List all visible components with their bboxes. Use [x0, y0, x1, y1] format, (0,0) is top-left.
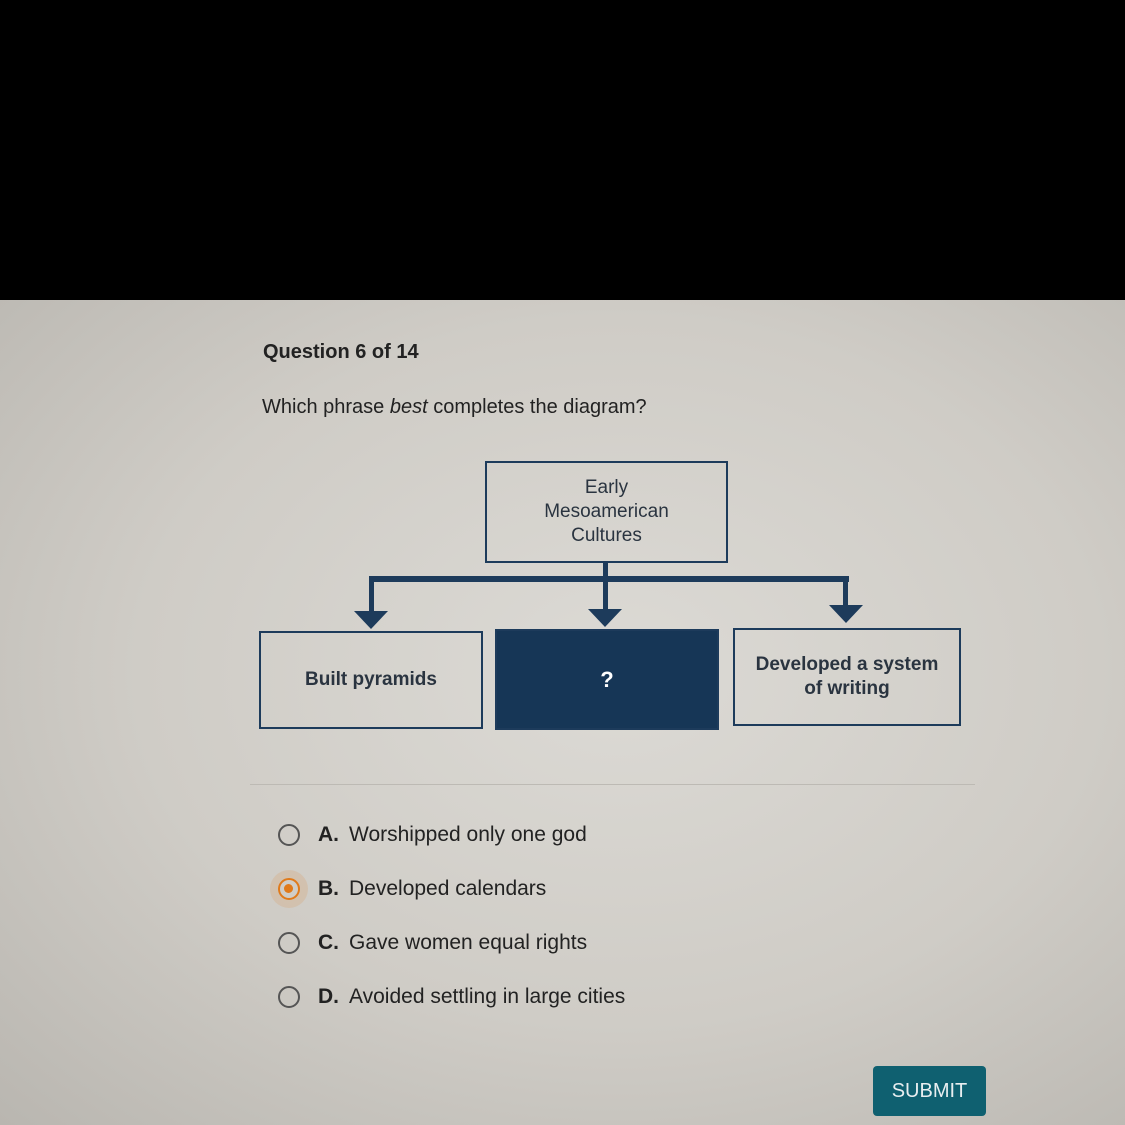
question-number: Question 6 of 14	[263, 341, 419, 363]
option-d[interactable]: D.Avoided settling in large cities	[278, 985, 625, 1009]
connector-line	[603, 563, 608, 613]
prompt-emphasis: best	[389, 396, 428, 418]
diagram-child-box: Built pyramids	[259, 631, 483, 729]
submit-button[interactable]: SUBMIT	[873, 1066, 986, 1116]
radio-button-selected[interactable]	[278, 878, 300, 900]
prompt-text: Which phrase	[262, 396, 390, 418]
radio-button[interactable]	[278, 986, 300, 1008]
question-prompt: Which phrase best completes the diagram?	[262, 396, 647, 419]
arrow-down-icon	[354, 611, 388, 629]
diagram-unknown-box: ?	[495, 629, 719, 730]
radio-button[interactable]	[278, 932, 300, 954]
arrow-down-icon	[588, 609, 622, 627]
option-a[interactable]: A.Worshipped only one god	[278, 823, 587, 847]
option-c[interactable]: C.Gave women equal rights	[278, 931, 587, 955]
radio-button[interactable]	[278, 824, 300, 846]
connector-line	[843, 576, 848, 607]
divider	[250, 784, 975, 785]
connector-line	[369, 576, 849, 582]
option-b[interactable]: B.Developed calendars	[278, 877, 546, 901]
connector-line	[369, 576, 374, 613]
prompt-text-end: completes the diagram?	[427, 396, 647, 418]
arrow-down-icon	[829, 605, 863, 623]
